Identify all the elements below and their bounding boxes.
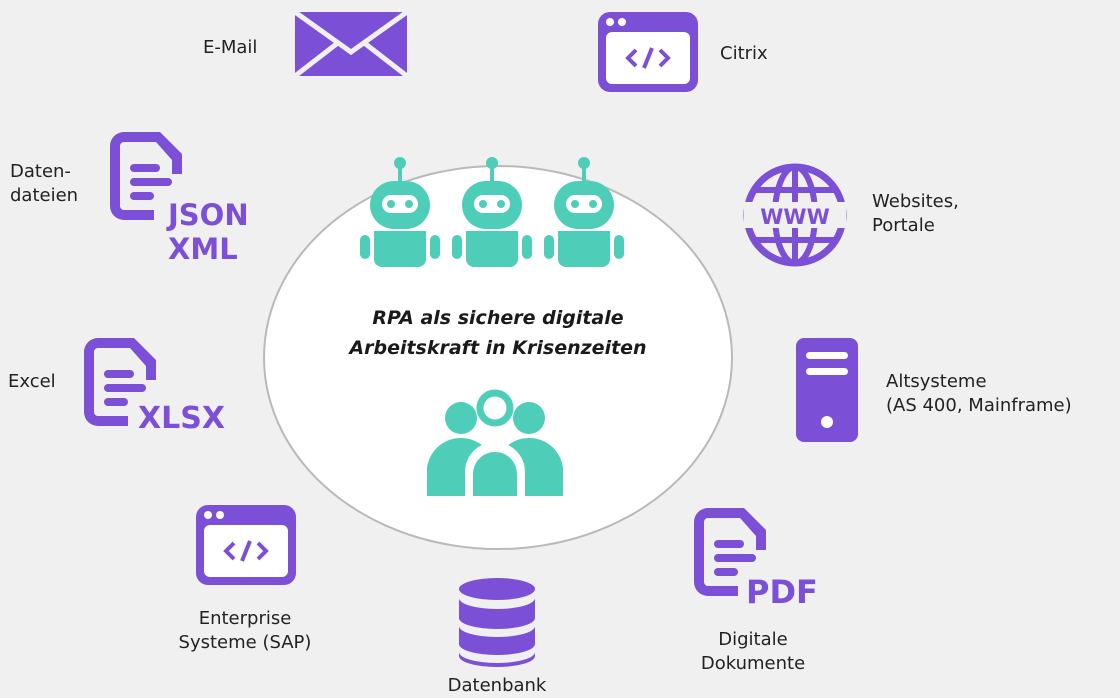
team-icon — [427, 389, 563, 496]
code-window-icon — [598, 12, 698, 92]
hub-title-line2: Arbeitskraft in Krisenzeiten — [349, 337, 647, 359]
document-icon — [694, 508, 766, 596]
database-icon — [459, 578, 535, 667]
xlsx-badge: XLSX — [138, 401, 225, 436]
pdf-badge: PDF — [746, 573, 818, 611]
document-icon — [110, 132, 182, 220]
datendateien-label: Daten- dateien — [10, 161, 79, 206]
enterprise-label: Enterprise Systeme (SAP) — [178, 608, 312, 653]
robots-group — [358, 155, 626, 269]
dokumente-label: Digitale Dokumente — [700, 629, 806, 674]
email-label: E-Mail — [203, 37, 258, 58]
envelope-icon — [295, 12, 407, 76]
datenbank-label: Datenbank — [447, 675, 547, 696]
json-xml-badge: JSON XML — [168, 198, 249, 266]
hub-title-line1: RPA als sichere digitale — [372, 307, 624, 329]
robot-icon — [450, 155, 534, 269]
server-icon — [796, 338, 858, 442]
code-window-icon — [196, 505, 296, 585]
svg-text:WWW: WWW — [760, 205, 830, 229]
altsysteme-label: Altsysteme (AS 400, Mainframe) — [886, 371, 1072, 416]
robot-icon — [358, 155, 442, 269]
websites-label: Websites, Portale — [872, 191, 959, 236]
robot-icon — [542, 155, 626, 269]
hub-title: RPA als sichere digitale Arbeitskraft in… — [263, 303, 733, 363]
globe-www-icon: WWW — [743, 163, 847, 267]
document-icon — [84, 338, 156, 426]
excel-label: Excel — [8, 371, 56, 392]
citrix-label: Citrix — [720, 43, 768, 64]
